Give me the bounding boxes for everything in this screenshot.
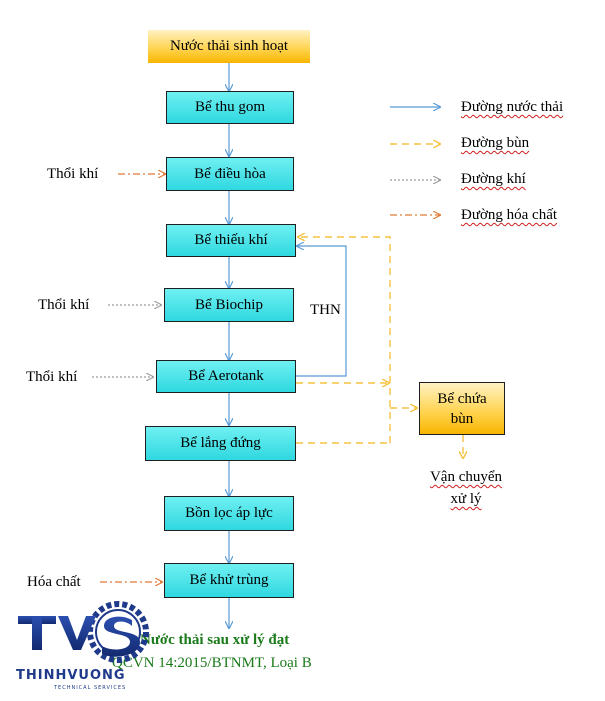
tank-label: Bể điều hòa: [194, 165, 266, 182]
tank-label: Bể thiếu khí: [194, 232, 268, 248]
sludge-output-line1: Vận chuyển: [429, 469, 503, 485]
input-air-biochip: Thổi khí: [38, 297, 90, 313]
water-flow-lines: [229, 63, 347, 628]
sludge-tank-line1: Bể chứa: [437, 390, 487, 407]
return-label: THN: [310, 302, 341, 318]
company-logo: THINHVUONG TECHNICAL SERVICES: [14, 598, 164, 696]
legend-air: Đường khí: [461, 171, 526, 187]
tank-khu-trung: Bể khử trùng: [164, 563, 294, 598]
chemical-lines: [100, 174, 165, 582]
tank-label: Bể lắng đứng: [180, 435, 261, 451]
tank-label: Bể Aerotank: [188, 368, 264, 384]
result-line1: Nước thải sau xử lý đạt: [140, 632, 290, 648]
result-line2: QCVN 14:2015/BTNMT, Loại B: [112, 655, 312, 671]
sludge-tank-line2: bùn: [450, 410, 474, 427]
tank-label: Bể thu gom: [195, 99, 265, 115]
legend-samples: [390, 107, 440, 215]
tank-lang-dung: Bể lắng đứng: [145, 426, 296, 461]
air-lines: [92, 305, 161, 377]
sludge-output: Vận chuyển xử lý: [424, 466, 508, 510]
tank-loc-ap-luc: Bồn lọc áp lực: [164, 496, 294, 531]
input-air-aerotank: Thổi khí: [26, 369, 78, 385]
source-label: Nước thải sinh hoạt: [169, 38, 289, 54]
tank-biochip: Bể Biochip: [164, 288, 294, 322]
input-air-dieu-hoa: Thổi khí: [47, 166, 99, 182]
tank-label: Bồn lọc áp lực: [185, 505, 273, 521]
logo-name: THINHVUONG: [16, 668, 126, 683]
logo-mark-icon: [18, 601, 149, 663]
sludge-output-line2: xử lý: [450, 491, 482, 507]
legend-chemical: Đường hóa chất: [461, 207, 558, 223]
tank-label: Bể Biochip: [195, 296, 263, 313]
sludge-lines: [296, 237, 463, 458]
tank-label: Bể khử trùng: [189, 572, 269, 588]
legend-water: Đường nước thải: [461, 99, 564, 115]
legend-sludge: Đường bùn: [461, 135, 530, 151]
tank-aerotank: Bể Aerotank: [156, 360, 296, 393]
tank-thu-gom: Bể thu gom: [166, 91, 294, 124]
logo-tagline: TECHNICAL SERVICES: [54, 685, 127, 691]
tank-dieu-hoa: Bể điều hòa: [166, 157, 294, 191]
sludge-tank: Bể chứa bùn: [419, 382, 505, 435]
input-chemical-khu-trung: Hóa chất: [27, 574, 81, 590]
tank-thieu-khi: Bể thiếu khí: [166, 224, 296, 257]
source-box: Nước thải sinh hoạt: [148, 30, 310, 63]
